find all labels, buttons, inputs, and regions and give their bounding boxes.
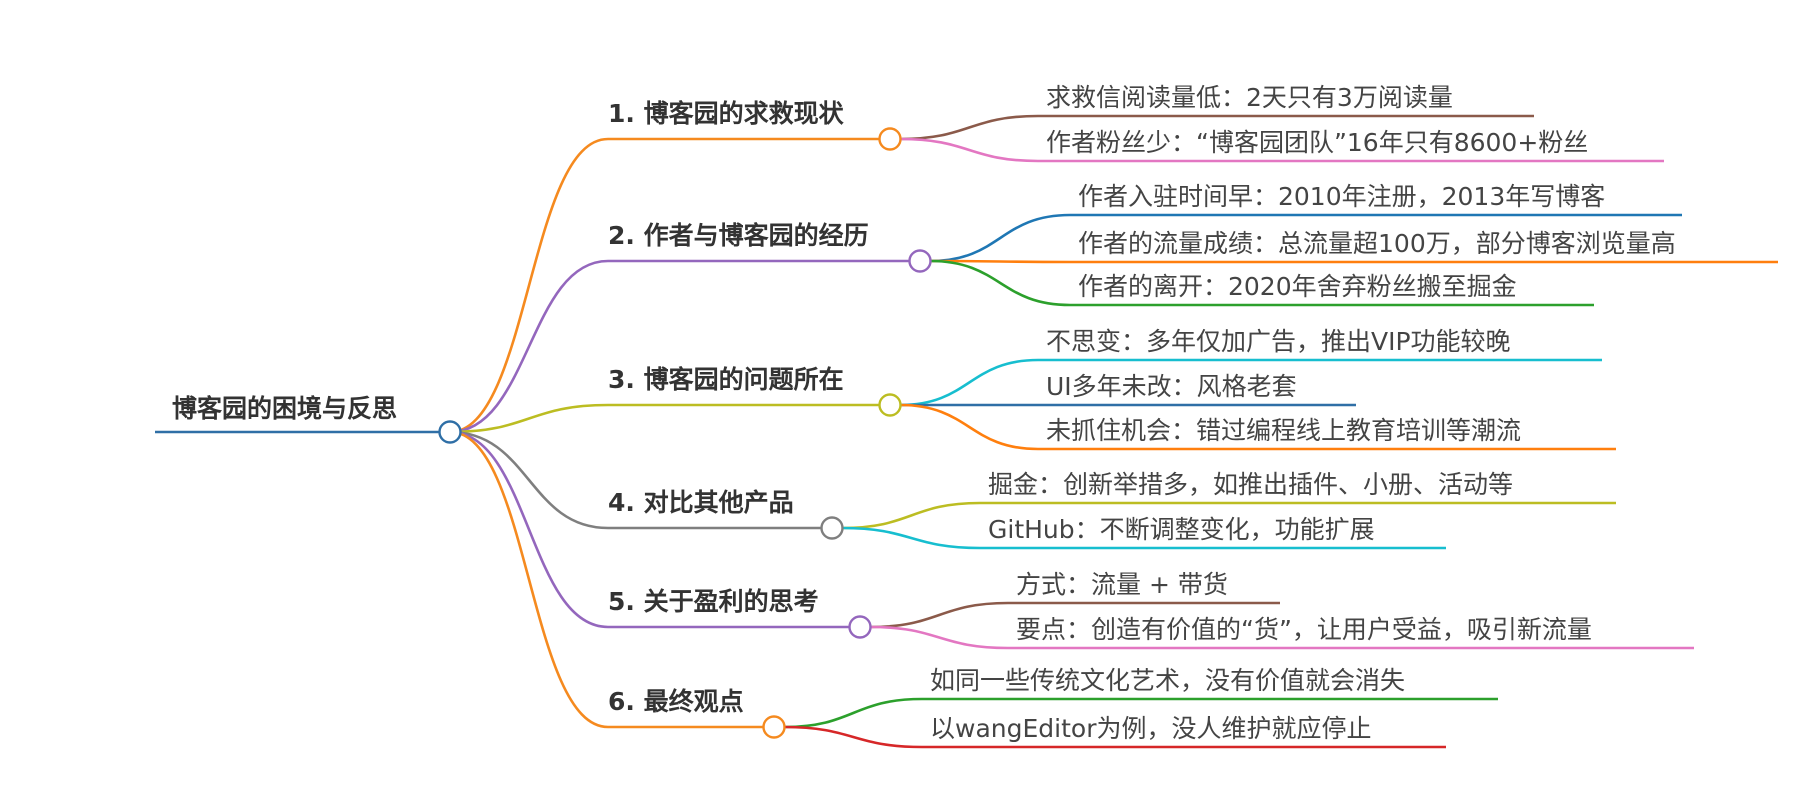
branch-edge-4	[449, 430, 609, 530]
leaf-edge-4-1	[842, 501, 981, 530]
leaf-edge-1-1	[900, 114, 1039, 141]
root-title: 博客园的困境与反思	[172, 394, 397, 423]
leaf-edge-1-2	[900, 137, 1039, 163]
leaf-text-5-1: 方式：流量 + 带货	[1016, 570, 1228, 599]
leaf-text-3-3: 未抓住机会：错过编程线上教育培训等潮流	[1046, 416, 1521, 445]
branch-title-2: 2. 作者与博客园的经历	[608, 221, 869, 250]
leaf-edge-2-3	[930, 259, 1071, 307]
leaf-text-1-1: 求救信阅读量低：2天只有3万阅读量	[1046, 83, 1453, 112]
branch-title-3: 3. 博客园的问题所在	[608, 365, 844, 394]
leaf-text-1-2: 作者粉丝少：“博客园团队”16年只有8600+粉丝	[1046, 128, 1588, 157]
leaf-text-4-1: 掘金：创新举措多，如推出插件、小册、活动等	[988, 470, 1513, 499]
leaf-text-4-2: GitHub：不断调整变化，功能扩展	[988, 515, 1375, 544]
leaf-edge-2-2	[930, 259, 1071, 264]
text-layer: 博客园的困境与反思 1. 博客园的求救现状 求救信阅读量低：2天只有3万阅读量作者粉…	[172, 83, 1676, 743]
leaf-edge-3-3	[900, 403, 1039, 451]
leaf-edge-5-2	[870, 625, 1009, 650]
leaf-edge-6-1	[784, 697, 923, 729]
edges-layer	[449, 114, 1071, 749]
branch-title-6: 6. 最终观点	[608, 687, 744, 716]
leaf-edge-3-1	[900, 358, 1039, 407]
branch-title-1: 1. 博客园的求救现状	[608, 99, 845, 128]
branch-node-circle-1	[878, 127, 902, 151]
branch-node-circle-5	[848, 615, 872, 639]
leaf-edge-6-2	[784, 725, 923, 749]
leaf-text-6-1: 如同一些传统文化艺术，没有价值就会消失	[930, 666, 1405, 695]
branch-edge-3	[449, 403, 609, 434]
branch-edge-2	[449, 259, 609, 434]
leaf-text-3-2: UI多年未改：风格老套	[1046, 372, 1297, 401]
branch-node-circle-6	[762, 715, 786, 739]
branch-node-circle-2	[908, 249, 932, 273]
leaf-text-2-2: 作者的流量成绩：总流量超100万，部分博客浏览量高	[1078, 229, 1676, 258]
leaf-text-6-2: 以wangEditor为例，没人维护就应停止	[930, 714, 1371, 743]
branch-edge-5	[449, 430, 609, 629]
underline-layer	[155, 114, 1778, 749]
leaf-text-2-1: 作者入驻时间早：2010年注册，2013年写博客	[1078, 182, 1605, 211]
circle-layer	[438, 127, 932, 739]
root-node-circle	[438, 420, 462, 444]
leaf-edge-4-2	[842, 526, 981, 550]
leaf-edge-2-1	[930, 213, 1071, 263]
leaf-text-5-2: 要点：创造有价值的“货”，让用户受益，吸引新流量	[1016, 615, 1592, 644]
leaf-edge-5-1	[870, 601, 1009, 629]
branch-node-circle-4	[820, 516, 844, 540]
branch-title-4: 4. 对比其他产品	[608, 488, 794, 517]
branch-title-5: 5. 关于盈利的思考	[608, 587, 819, 616]
leaf-text-3-1: 不思变：多年仅加广告，推出VIP功能较晚	[1046, 327, 1511, 356]
leaf-text-2-3: 作者的离开：2020年舍弃粉丝搬至掘金	[1078, 272, 1517, 301]
branch-edge-6	[449, 430, 609, 729]
branch-edge-1	[449, 137, 609, 434]
branch-node-circle-3	[878, 393, 902, 417]
